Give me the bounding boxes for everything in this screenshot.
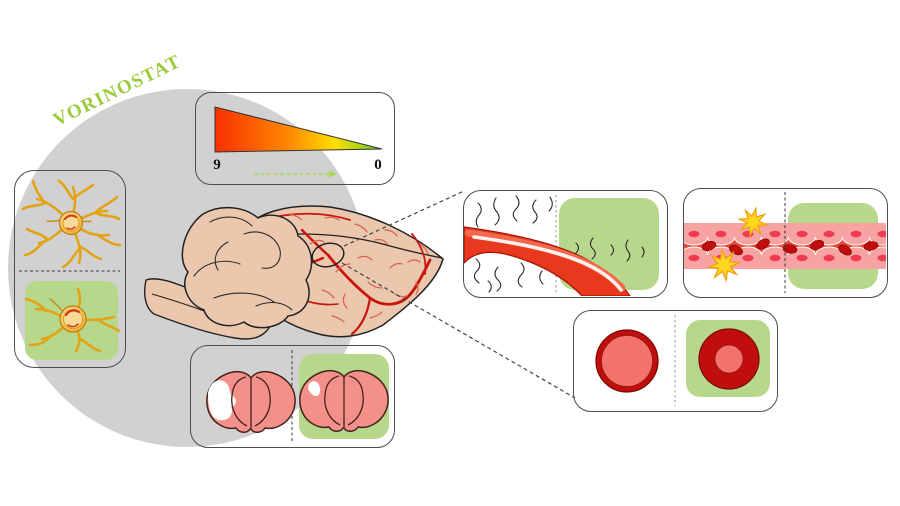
vessel-fibers-panel xyxy=(463,190,668,298)
severity-scale-triangle xyxy=(214,106,383,153)
slice-treated-icon xyxy=(299,369,389,432)
scale-max-label: 9 xyxy=(213,157,221,173)
severity-scale-graphic: 9 0 xyxy=(213,106,383,178)
red-blood-cell xyxy=(701,238,879,256)
infarct-region xyxy=(308,381,321,397)
endothelium xyxy=(684,223,886,269)
cerebellum xyxy=(181,206,313,329)
microglia-resting-icon xyxy=(24,287,121,353)
brain-slices-panel xyxy=(190,345,395,448)
vessel-fibers-graphic xyxy=(464,195,659,296)
zoom-circle xyxy=(311,242,345,268)
vessel-ring-untreated-icon xyxy=(595,329,659,393)
infarct-region xyxy=(208,380,236,421)
microglia-graphic xyxy=(19,179,122,360)
scale-min-label: 0 xyxy=(374,157,382,173)
vessel-cross-section-panel xyxy=(573,310,778,412)
blood-vessel-icon xyxy=(464,226,631,296)
vessel-wall-panel xyxy=(683,188,888,298)
slice-untreated-icon xyxy=(206,370,296,433)
microglia-panel xyxy=(14,170,126,368)
microglia-activated-icon xyxy=(21,179,122,269)
vessel-wall-graphic xyxy=(684,192,886,293)
brain-slices-graphic xyxy=(206,350,389,442)
vessel-cross-section-graphic xyxy=(595,315,770,406)
scale-direction-arrow xyxy=(254,170,337,178)
vessel-ring-treated-icon xyxy=(698,328,760,390)
inflammation-burst-icon xyxy=(706,206,769,283)
brain-illustration xyxy=(144,205,444,340)
severity-scale-panel: 9 0 xyxy=(195,92,395,185)
